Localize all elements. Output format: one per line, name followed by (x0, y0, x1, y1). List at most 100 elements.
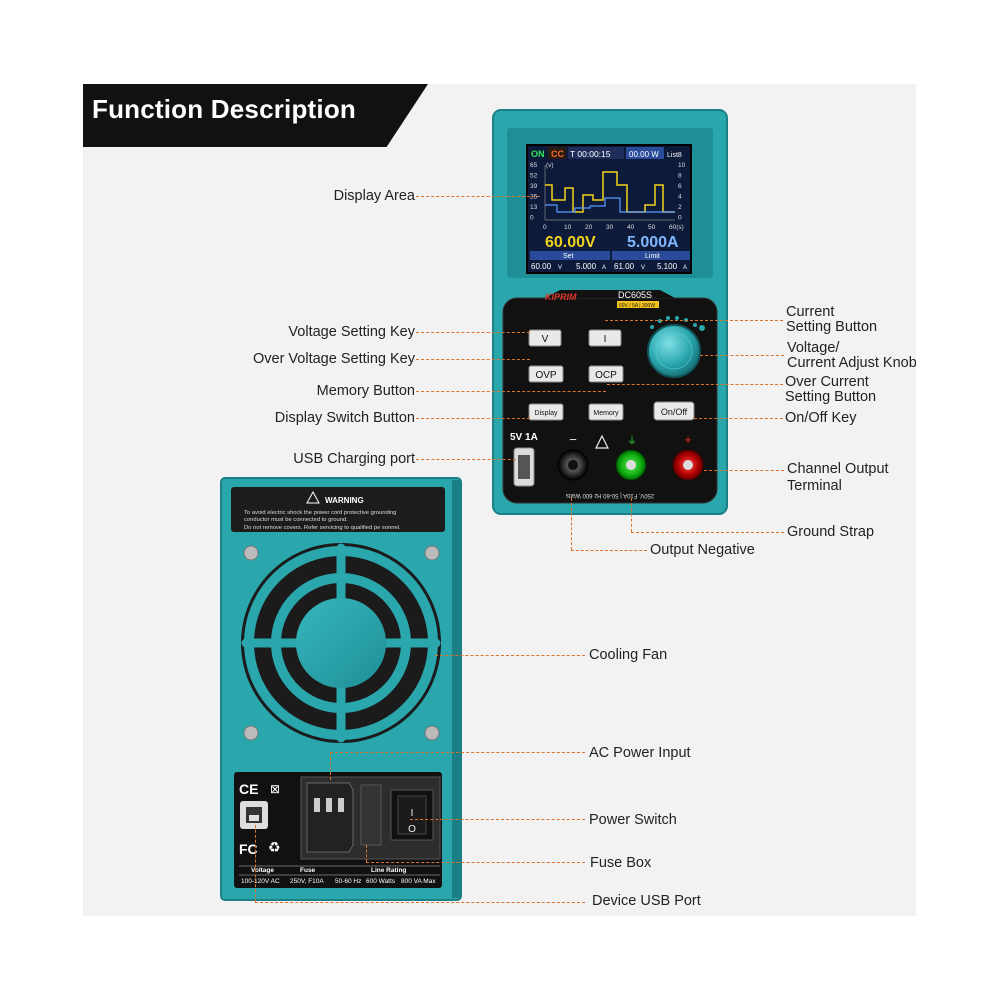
key-i[interactable]: I (588, 329, 622, 347)
label-channel-output-2: Terminal (787, 478, 842, 494)
warning-plate (231, 487, 445, 532)
key-onoff[interactable]: On/Off (653, 401, 695, 421)
y-left-tick: 65 (530, 162, 538, 169)
key-ovp[interactable]: OVP (528, 365, 564, 383)
adjust-knob[interactable] (647, 324, 701, 378)
label-output-negative: Output Negative (650, 542, 755, 558)
back-panel: WARNING To avoid electric shock the powe… (220, 477, 462, 901)
page-title: Function Description (92, 94, 356, 124)
svg-text:I: I (411, 808, 414, 819)
y-left-tick: 0 (530, 215, 534, 222)
svg-text:Memory: Memory (593, 410, 619, 417)
limit-voltage: 61.00 (614, 262, 635, 271)
fuse-box (360, 784, 382, 846)
svg-text:+: + (684, 432, 692, 447)
status-on: ON (531, 149, 545, 159)
svg-text:O: O (408, 824, 416, 835)
label-knob-1: Voltage/ (787, 340, 840, 356)
front-panel: ON CC T 00:00:15 00.00 W List8 (v)655239… (492, 109, 728, 515)
x-tick: 10 (564, 224, 572, 231)
label-display-area: Display Area (333, 188, 415, 204)
x-tick: 60(s) (669, 224, 684, 231)
leader-channel-output (704, 470, 784, 471)
x-tick: 40 (627, 224, 635, 231)
svg-text:V: V (558, 265, 562, 271)
y-left-tick: 52 (530, 173, 538, 180)
usb-rating: 5V 1A (510, 432, 538, 443)
label-ground-strap: Ground Strap (787, 524, 875, 540)
recycle-icon: ♻ (268, 839, 281, 855)
y-left-tick: 39 (530, 183, 538, 190)
label-knob-2: Current Adjust Knob (787, 356, 916, 371)
leader-fuse-v (366, 845, 367, 862)
table-header: Voltage (251, 867, 274, 874)
label-current-setting-2: Setting Button (786, 319, 878, 335)
svg-text:conductor must be connected to: conductor must be connected to ground. (244, 517, 348, 523)
label-ac-power-input: AC Power Input (589, 745, 691, 761)
table-cell: 250V, F10A (290, 878, 324, 885)
terminal-negative[interactable] (557, 449, 589, 481)
timer: T 00:00:15 (570, 149, 611, 159)
title-banner (83, 84, 428, 147)
terminal-ground[interactable] (615, 449, 647, 481)
warning-title: WARNING (325, 496, 364, 505)
leader-cooling-fan (435, 655, 585, 656)
svg-text:60V / 5A | 300W: 60V / 5A | 300W (619, 303, 655, 309)
y-left-tick: 13 (530, 204, 538, 211)
leader-memory-button (416, 391, 606, 392)
leader-voltage-key (416, 332, 530, 333)
svg-text:OCP: OCP (595, 370, 617, 381)
leader-negative-v (571, 498, 572, 550)
model-name: DC605S (618, 290, 652, 300)
label-over-voltage-key: Over Voltage Setting Key (252, 351, 415, 367)
leader-onoff (694, 418, 783, 419)
leader-display-area (416, 196, 540, 197)
ground-symbol-icon: ⏚ (627, 435, 637, 447)
label-memory-button: Memory Button (316, 383, 415, 399)
power-readout: 00.00 W (629, 150, 659, 159)
y-left-tick: 26 (530, 194, 538, 201)
ac-power-input (306, 782, 354, 853)
table-cell: 800 VA Max (401, 878, 436, 885)
label-power-switch: Power Switch (589, 812, 677, 828)
set-current: 5.000 (576, 262, 597, 271)
svg-text:A: A (683, 265, 687, 271)
svg-text:−: − (569, 432, 577, 447)
table-header: Fuse (300, 867, 316, 874)
key-display[interactable]: Display (528, 403, 564, 421)
leader-ac-v (330, 752, 331, 780)
y-right-tick: 0 (678, 215, 682, 222)
warning-icon (595, 434, 609, 449)
knob-indicator-dots (650, 316, 705, 331)
y-axis-unit: (v) (546, 162, 554, 169)
power-switch[interactable]: I O (390, 789, 434, 841)
leader-ground-v (631, 498, 632, 532)
set-voltage: 60.00 (531, 262, 552, 271)
ce-mark: CE (239, 781, 258, 797)
front-bottom-label: 250V, F10A | 50-60 Hz 600 Watts (566, 492, 655, 498)
fc-mark: FC (239, 841, 258, 857)
key-memory[interactable]: Memory (588, 403, 624, 421)
leader-knob (700, 355, 784, 356)
key-v[interactable]: V (528, 329, 562, 347)
table-cell: 100-120V AC (241, 878, 280, 885)
cooling-fan (241, 543, 441, 743)
y-right-tick: 4 (678, 194, 682, 201)
key-ocp[interactable]: OCP (588, 365, 624, 383)
leader-usb-device-v (255, 825, 256, 902)
label-usb-charging-port: USB Charging port (293, 451, 415, 467)
leader-usb-device-h (255, 902, 585, 903)
svg-text:OVP: OVP (535, 370, 556, 381)
terminal-positive[interactable] (672, 449, 704, 481)
x-tick: 20 (585, 224, 593, 231)
label-fuse-box: Fuse Box (590, 855, 652, 871)
screws (243, 545, 440, 741)
label-display-switch: Display Switch Button (274, 410, 415, 426)
svg-text:Display: Display (535, 410, 558, 417)
label-current-setting-1: Current (786, 304, 835, 320)
svg-text:Do not remove covers. Refer se: Do not remove covers. Refer servicing to… (244, 525, 401, 531)
x-tick: 30 (606, 224, 614, 231)
label-voltage-setting-key: Voltage Setting Key (288, 324, 415, 340)
